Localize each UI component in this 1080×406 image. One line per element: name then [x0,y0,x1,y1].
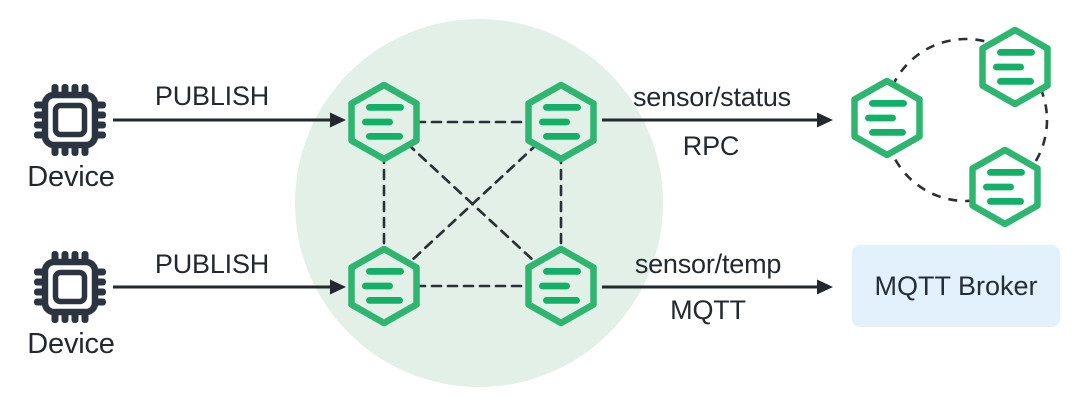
cluster-node-icon [352,85,417,159]
mqtt-broker-box: MQTT Broker [852,245,1060,327]
cluster-node-icon [352,249,417,323]
publish-arrow-bottom [113,279,346,295]
route-arrow-top [602,112,833,128]
route-protocol-top: RPC [682,131,740,161]
route-protocol-bottom: MQTT [670,295,746,325]
publish-label-bottom: PUBLISH [154,249,270,279]
mesh-link [382,120,563,288]
device-chip-icon [34,251,106,323]
device-chip-icon [34,84,106,156]
route-topic-bottom: sensor/temp [634,249,782,279]
route-topic-top: sensor/status [633,82,791,112]
cluster-node-icon [529,249,594,323]
publish-label-top: PUBLISH [154,81,270,111]
leaf-ring-circle [883,37,1049,203]
mqtt-broker-label: MQTT Broker [874,270,1038,301]
cluster-background-circle [295,19,663,387]
device-label-top: Device [27,161,115,193]
leaf-node-icon [855,81,920,155]
device-label-bottom: Device [27,328,115,360]
publish-arrow-top [113,112,346,128]
cluster-node-icon [529,85,594,159]
route-arrow-bottom [602,279,833,295]
leaf-node-icon [973,150,1038,224]
leaf-node-icon [983,30,1048,104]
